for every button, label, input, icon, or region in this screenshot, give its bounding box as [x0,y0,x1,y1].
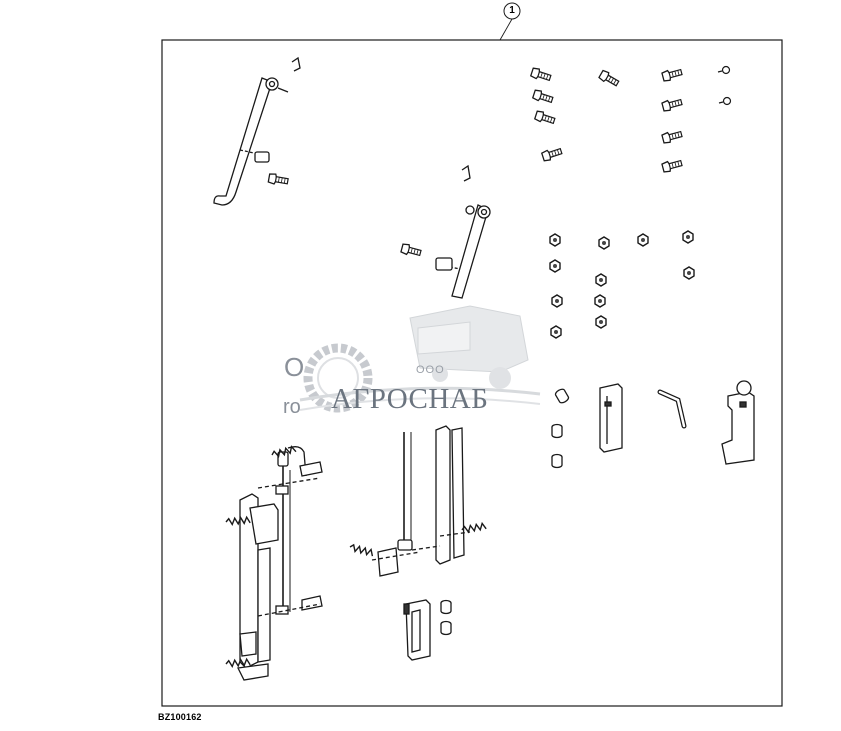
diagram-frame [161,39,783,707]
hinge-bracket [721,380,755,465]
watermark-brand-name: АГРОСНАБ [331,383,489,415]
spring-center [348,543,375,557]
callout-leader [499,18,513,41]
bracket-small-bottom [403,599,431,661]
watermark-partial-ro: ro [283,396,301,418]
bracket-assembly-left [237,446,323,681]
nut-group [549,230,695,339]
callout-circle [503,2,521,20]
watermark-logo [299,305,541,413]
bolt-group-top [529,66,684,174]
spring-pin-center [460,522,487,534]
bracket-assembly-center [371,425,471,577]
l-handle-inner [658,390,686,428]
latch-rod-center [400,164,491,299]
watermark-company-prefix: ООО [416,364,445,376]
figure-code: BZ100162 [158,712,202,722]
latch-rod-left [213,56,301,206]
watermark-partial-o: O [284,352,305,382]
small-screw-group [717,65,732,106]
bracket-vertical [599,383,623,453]
callout-number: 1 [509,5,515,16]
